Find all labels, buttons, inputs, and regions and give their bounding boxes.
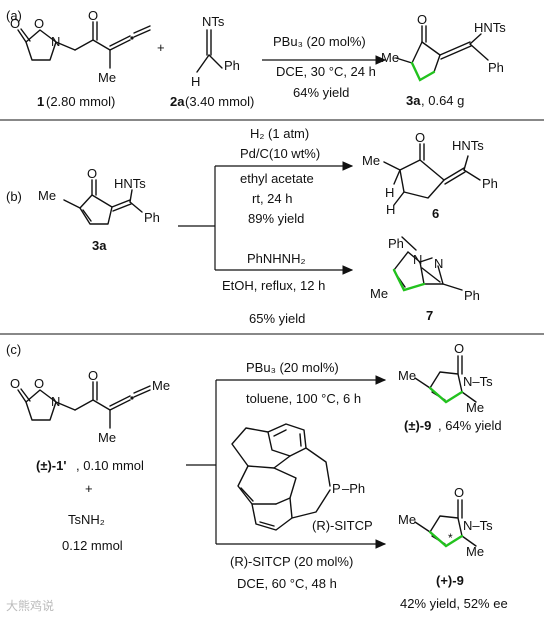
condition-a-1: PBu₃ (20 mol%) — [273, 34, 366, 49]
product-9-racemic-yield: , 64% yield — [438, 418, 502, 433]
product-9-chiral-nts: N–Ts — [463, 518, 493, 533]
atom-o: O — [88, 368, 98, 383]
compound-3a-amount: , 0.64 g — [421, 93, 464, 108]
substrate-1prime-name: (±)-1' — [36, 458, 66, 473]
atom-o: O — [34, 16, 44, 31]
product-9-racemic-label: (±)-9 — [404, 418, 431, 433]
reagent-amount: 0.12 mmol — [62, 538, 123, 553]
compound-1-amount: (2.80 mmol) — [46, 94, 115, 109]
atom-o: O — [454, 485, 464, 500]
stereocenter-star: * — [448, 531, 453, 545]
panel-c-label: (c) — [6, 342, 21, 357]
condition-c1-above-1: PBu₃ (20 mol%) — [246, 360, 339, 375]
catalyst-name: (R)-SITCP — [312, 518, 373, 533]
product-3a-me: Me — [381, 50, 399, 65]
product-9-chiral-me1: Me — [398, 512, 416, 527]
substrate-3a-number: 3a — [92, 238, 107, 253]
compound-2a-number: 2a — [170, 94, 185, 109]
plus-sign: + — [85, 481, 93, 496]
product-7-n1: N — [413, 252, 422, 267]
condition-b2-below-1: EtOH, reflux, 12 h — [222, 278, 325, 293]
atom-o: O — [454, 341, 464, 356]
substrate-3a-structure — [63, 179, 143, 225]
condition-b2-above-1: PhNHNH₂ — [247, 251, 306, 266]
product-7-me: Me — [370, 286, 388, 301]
product-3a-ph: Ph — [488, 60, 504, 75]
product-9-racemic-nts: N–Ts — [463, 374, 493, 389]
substrate-3a-ph: Ph — [144, 210, 160, 225]
condition-a-3: 64% yield — [293, 85, 349, 100]
condition-c1-below-1: toluene, 100 °C, 6 h — [246, 391, 361, 406]
catalyst-p: P — [332, 481, 341, 496]
condition-b1-below-1: ethyl acetate — [240, 171, 314, 186]
reagent-tsnh2: TsNH₂ — [68, 512, 105, 527]
compound-1-number: 1 — [37, 94, 44, 109]
catalyst-ph: –Ph — [342, 481, 365, 496]
watermark: 大熊鸡说 — [6, 598, 54, 613]
substrate-1prime-me: Me — [98, 430, 116, 445]
product-9-chiral-yield: 42% yield, 52% ee — [400, 596, 508, 611]
compound-2a-structure — [196, 29, 223, 73]
product-9-racemic-me1: Me — [398, 368, 416, 383]
atom-o: O — [88, 8, 98, 23]
product-7-ph-n: Ph — [388, 236, 404, 251]
imine-h-label: H — [191, 74, 200, 89]
product-9-racemic-me2: Me — [466, 400, 484, 415]
panel-b-label: (b) — [6, 189, 22, 204]
compound-2a-amount: (3.40 mmol) — [185, 94, 254, 109]
substrate-3a-nhts: HNTs — [114, 176, 146, 191]
compound-6-structure — [383, 143, 481, 206]
product-3a-nhts: HNTs — [474, 20, 506, 35]
condition-a-2: DCE, 30 °C, 24 h — [276, 64, 376, 79]
atom-o: O — [34, 376, 44, 391]
plus-sign: + — [157, 40, 165, 55]
atom-o: O — [415, 130, 425, 145]
compound-3a-number: 3a — [406, 93, 421, 108]
compound-9-chiral-structure — [414, 499, 477, 548]
compound-7-number: 7 — [426, 308, 433, 323]
condition-b2-below-2: 65% yield — [249, 311, 305, 326]
atom-o: O — [10, 376, 20, 391]
compound-3a-structure — [395, 25, 489, 82]
substrate-3a-me: Me — [38, 188, 56, 203]
condition-b1-below-2: rt, 24 h — [252, 191, 292, 206]
product-7-n2: N — [434, 256, 443, 271]
panel-a-label: (a) — [6, 8, 22, 23]
imine-nts-label: NTs — [202, 14, 225, 29]
condition-b1-above-2: Pd/C(10 wt%) — [240, 146, 320, 161]
compound-1prime-structure — [17, 381, 151, 429]
product-9-chiral-me2: Me — [466, 544, 484, 559]
atom-o: O — [10, 16, 20, 31]
compound-7-structure — [392, 236, 463, 292]
product-6-ph: Ph — [482, 176, 498, 191]
sitcp-catalyst-structure — [231, 423, 331, 531]
product-6-h2: H — [386, 202, 395, 217]
atom-n: N — [51, 394, 60, 409]
product-6-me: Me — [362, 153, 380, 168]
product-7-ph: Ph — [464, 288, 480, 303]
methyl-label: Me — [98, 70, 116, 85]
atom-o: O — [417, 12, 427, 27]
compound-1-structure — [17, 21, 151, 69]
condition-b1-above-1: H₂ (1 atm) — [250, 126, 309, 141]
imine-ph-label: Ph — [224, 58, 240, 73]
substrate-1prime-me-terminal: Me — [152, 378, 170, 393]
compound-9-racemic-structure — [414, 355, 477, 404]
condition-c2-below-1: (R)-SITCP (20 mol%) — [230, 554, 353, 569]
product-9-chiral-label: (+)-9 — [436, 573, 464, 588]
condition-b1-below-3: 89% yield — [248, 211, 304, 226]
substrate-1prime-amount: , 0.10 mmol — [76, 458, 144, 473]
atom-o: O — [87, 166, 97, 181]
product-6-h1: H — [385, 185, 394, 200]
product-6-nhts: HNTs — [452, 138, 484, 153]
compound-6-number: 6 — [432, 206, 439, 221]
atom-n: N — [51, 34, 60, 49]
condition-c2-below-2: DCE, 60 °C, 48 h — [237, 576, 337, 591]
